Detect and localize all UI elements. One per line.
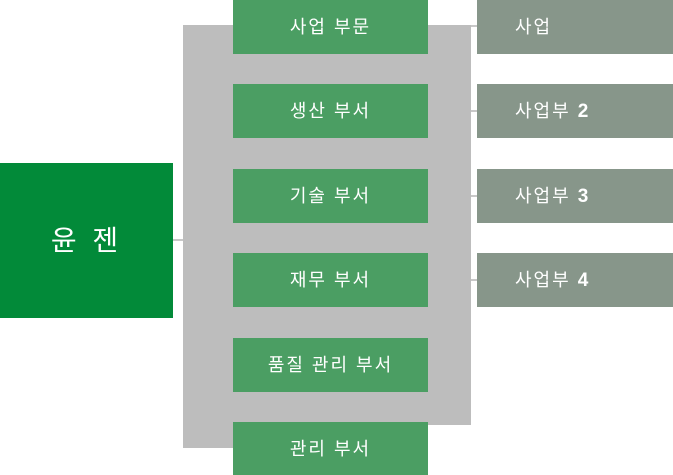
division-node-2[interactable]: 사업부 2 bbox=[477, 84, 673, 138]
division-node-label: 사업부 bbox=[515, 270, 571, 290]
department-node-label: 관리 부서 bbox=[289, 439, 372, 459]
department-node-label: 생산 부서 bbox=[289, 101, 372, 121]
department-node-4[interactable]: 재무 부서 bbox=[233, 253, 428, 307]
division-node-label: 사업부 bbox=[515, 101, 571, 121]
division-3-connector-line bbox=[471, 195, 477, 197]
department-node-label: 기술 부서 bbox=[289, 186, 372, 206]
division-node-number: 3 bbox=[577, 185, 591, 207]
division-2-connector-line bbox=[471, 110, 477, 112]
root-connector-line bbox=[173, 239, 183, 241]
root-node-label: 윤 젠 bbox=[50, 224, 123, 256]
department-node-6[interactable]: 관리 부서 bbox=[233, 422, 428, 475]
division-1-connector-line bbox=[471, 25, 477, 27]
department-node-label: 사업 부문 bbox=[289, 17, 372, 37]
division-node-3[interactable]: 사업부 3 bbox=[477, 169, 673, 223]
root-node[interactable]: 윤 젠 bbox=[0, 163, 173, 318]
division-4-connector-line bbox=[471, 279, 477, 281]
division-node-label: 사업부 bbox=[515, 186, 571, 206]
division-node-4[interactable]: 사업부 4 bbox=[477, 253, 673, 307]
division-node-number: 4 bbox=[577, 269, 591, 291]
department-node-1[interactable]: 사업 부문 bbox=[233, 0, 428, 54]
department-node-label: 품질 관리 부서 bbox=[267, 355, 394, 375]
department-node-3[interactable]: 기술 부서 bbox=[233, 169, 428, 223]
department-node-label: 재무 부서 bbox=[289, 270, 372, 290]
department-node-5[interactable]: 품질 관리 부서 bbox=[233, 338, 428, 392]
department-node-2[interactable]: 생산 부서 bbox=[233, 84, 428, 138]
division-node-number: 2 bbox=[577, 100, 591, 122]
division-node-1[interactable]: 사업 bbox=[477, 0, 673, 54]
division-node-label: 사업 bbox=[515, 17, 553, 37]
